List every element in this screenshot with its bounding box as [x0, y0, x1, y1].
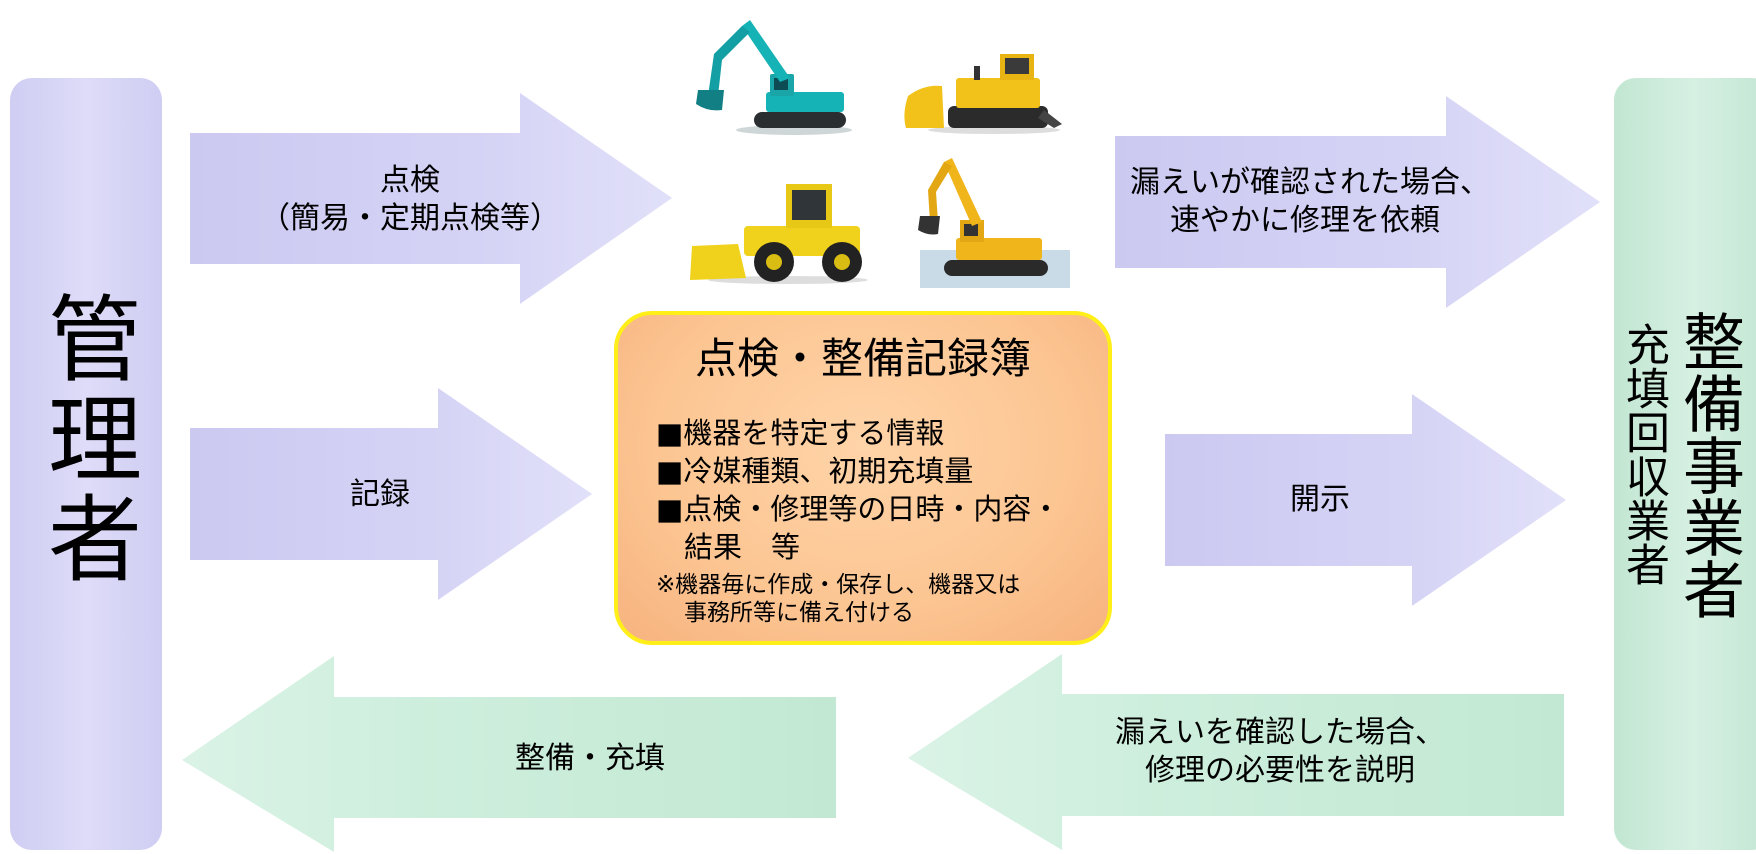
- inspection-label-line1: 点検: [380, 163, 440, 198]
- manager-panel: [10, 78, 162, 850]
- manager-label: 管理者: [32, 290, 141, 590]
- maintenance-label: 整備・充填: [515, 741, 665, 776]
- inspection-label-line2: （簡易・定期点検等）: [260, 201, 560, 236]
- contractor-panel: [1614, 78, 1756, 850]
- record-book-box: 点検・整備記録簿 ■機器を特定する情報 ■冷媒種類、初期充填量 ■点検・修理等の…: [614, 311, 1112, 645]
- leak-request-arrow: [1115, 96, 1600, 308]
- leak-request-line1: 漏えいが確認された場合、: [1130, 165, 1490, 200]
- record-book-title: 点検・整備記録簿: [694, 334, 1031, 383]
- leak-explain-arrow: [908, 654, 1564, 850]
- maintenance-contractor-label: 整備事業者: [1672, 310, 1745, 620]
- record-item-equipment-info: ■機器を特定する情報: [656, 416, 945, 450]
- inspection-label: 点検 （簡易・定期点検等）: [240, 162, 580, 238]
- leak-request-label: 漏えいが確認された場合、 速やかに修理を依頼: [1130, 164, 1490, 240]
- record-item-inspection-dates: ■点検・修理等の日時・内容・: [656, 492, 1061, 526]
- record-note-line2: 事務所等に備え付ける: [684, 600, 914, 626]
- crawler-excavator-yellow-image: [918, 158, 1070, 288]
- hydraulic-excavator-teal-image: [696, 20, 852, 135]
- recovery-contractor-label: 充填回収業者: [1618, 322, 1669, 586]
- record-item-refrigerant: ■冷媒種類、初期充填量: [656, 454, 974, 488]
- inspection-arrow: [190, 93, 672, 304]
- disclose-label: 開示: [1290, 482, 1350, 517]
- leak-explain-label: 漏えいを確認した場合、 修理の必要性を説明: [1090, 714, 1470, 790]
- record-label: 記録: [350, 477, 410, 512]
- bulldozer-yellow-image: [904, 54, 1062, 134]
- leak-request-line2: 速やかに修理を依頼: [1170, 203, 1440, 238]
- disclose-arrow: [1165, 394, 1566, 606]
- leak-explain-line1: 漏えいを確認した場合、: [1115, 715, 1445, 750]
- record-arrow: [190, 388, 592, 600]
- leak-explain-line2: 修理の必要性を説明: [1145, 753, 1415, 788]
- record-note-line1: ※機器毎に作成・保存し、機器又は: [656, 572, 1021, 598]
- maintenance-arrow: [182, 656, 836, 852]
- wheel-loader-yellow-image: [690, 184, 868, 284]
- record-item-results: 結果 等: [684, 530, 801, 564]
